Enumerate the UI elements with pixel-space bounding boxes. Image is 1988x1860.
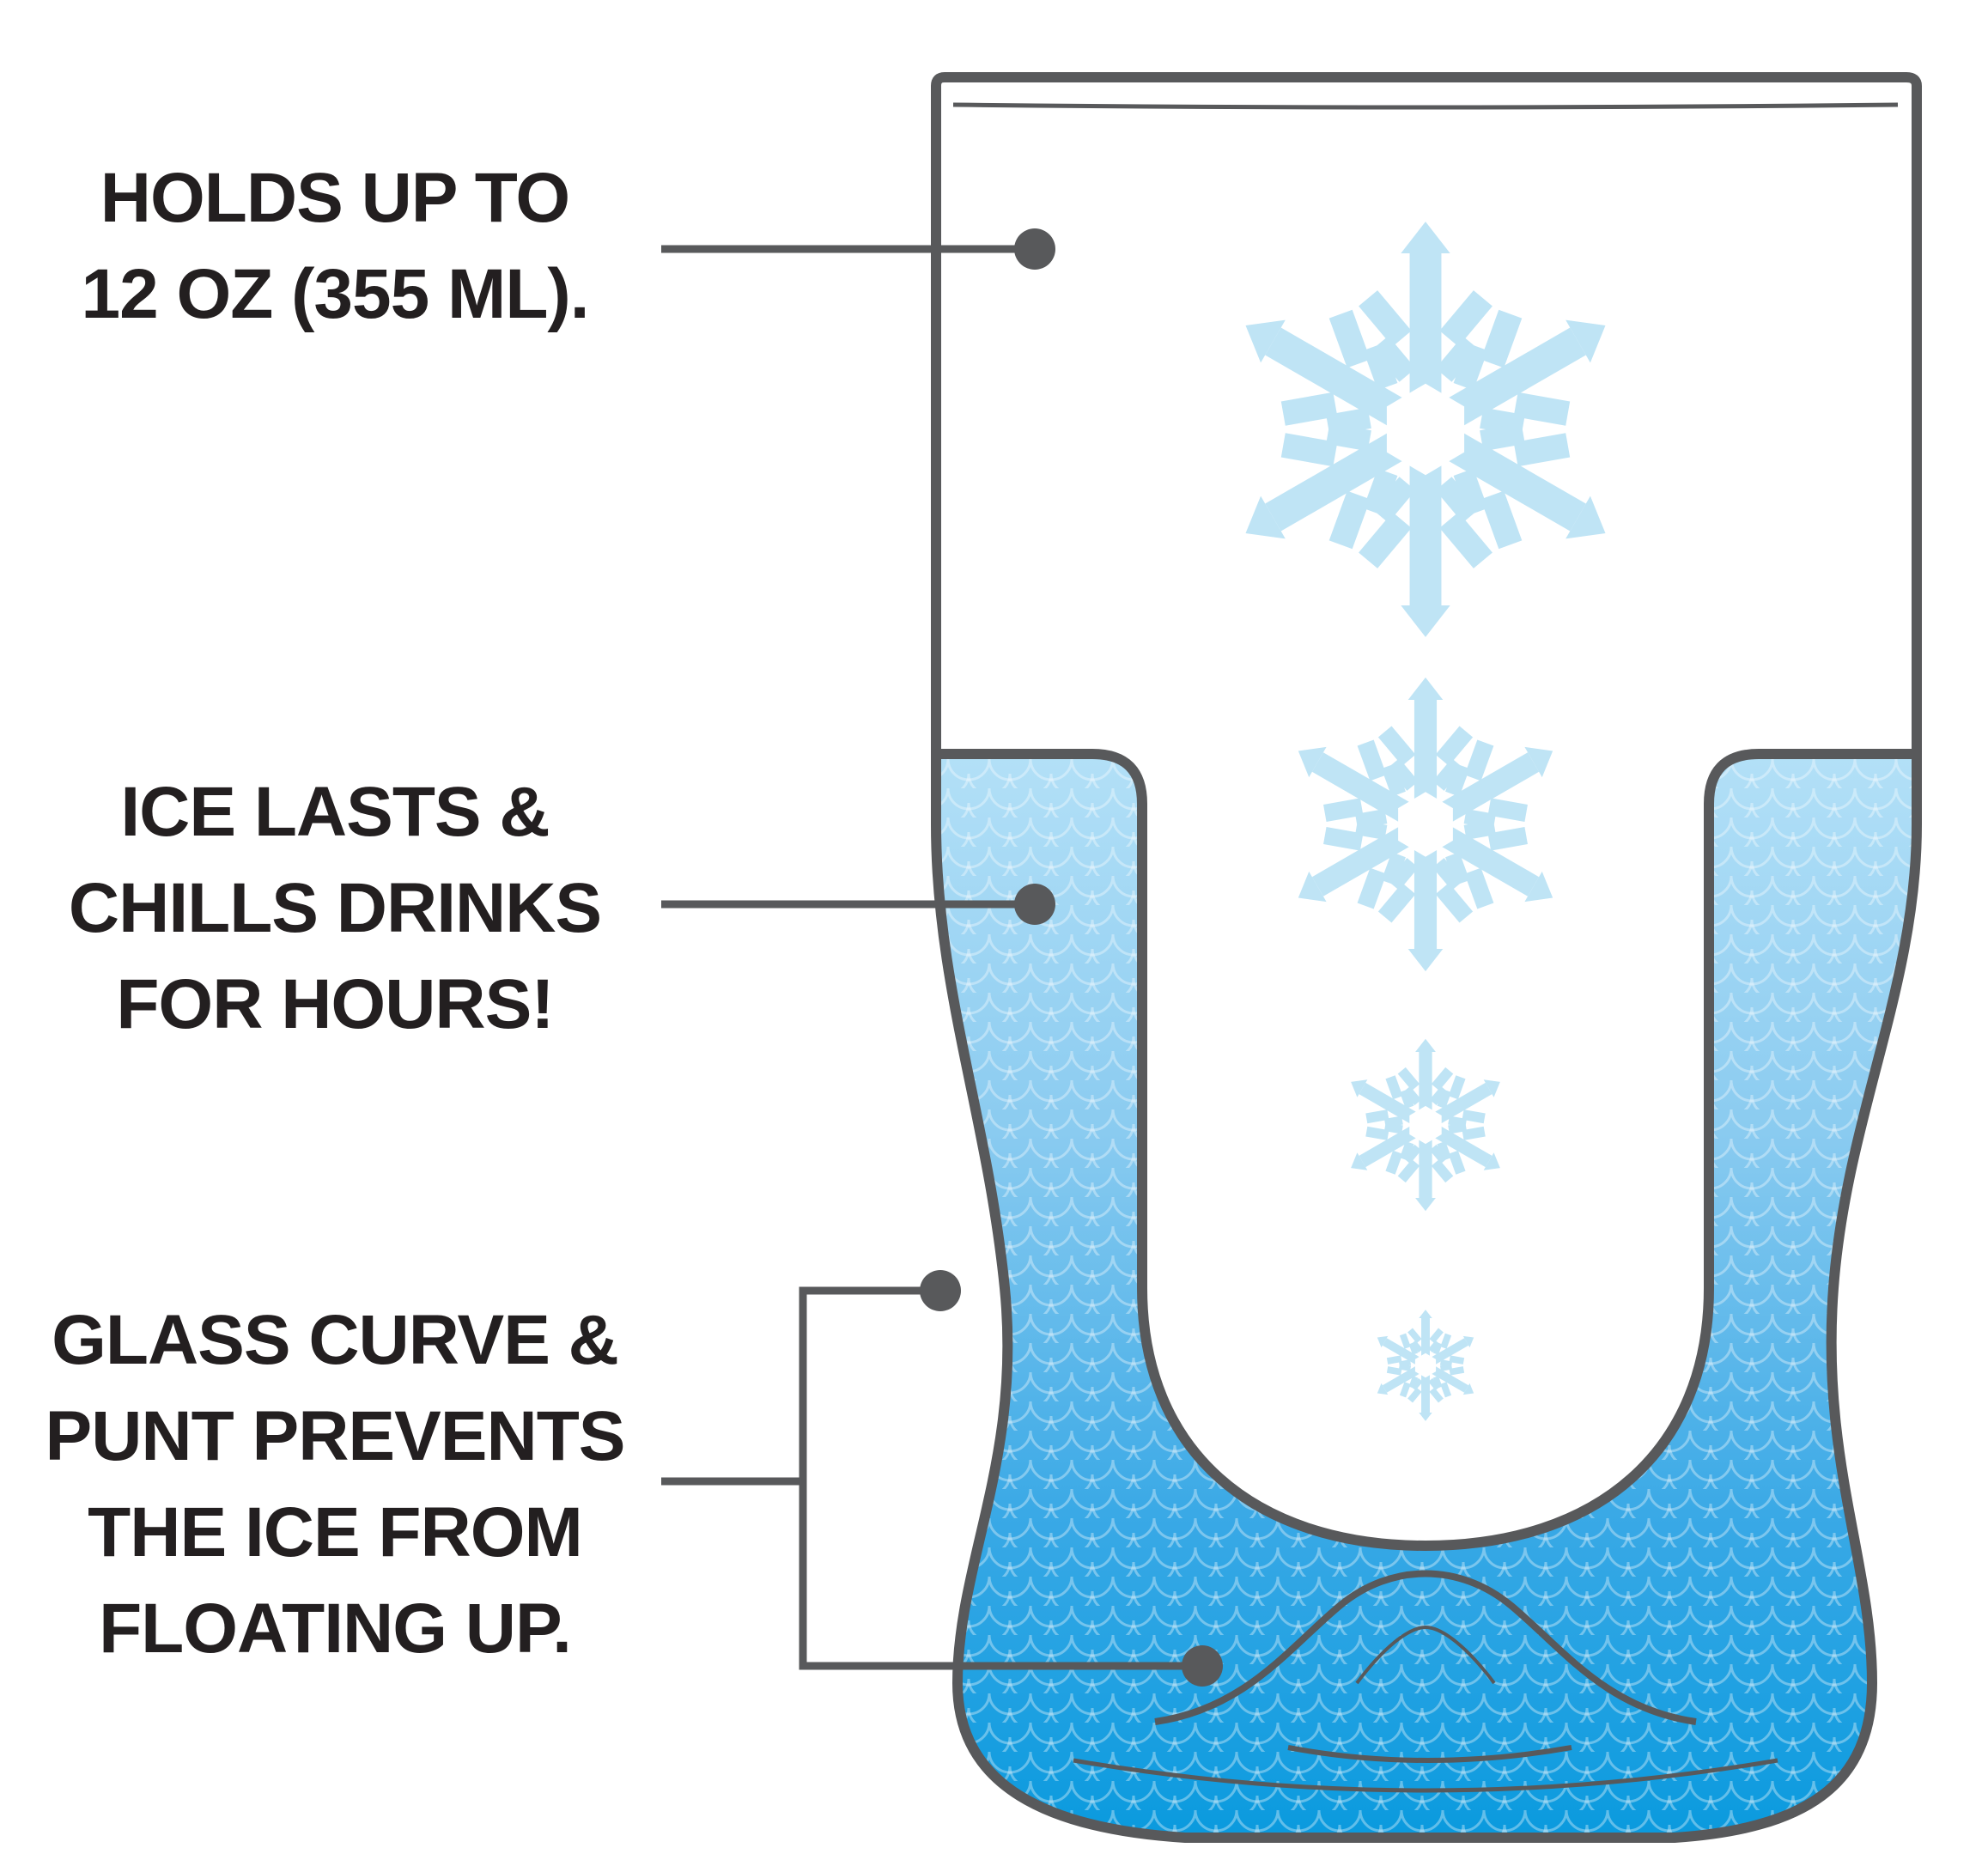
callout-curve: GLASS CURVE & PUNT PREVENTS THE ICE FROM… [26, 1292, 644, 1677]
callout-dot-capacity [1014, 228, 1055, 270]
snowflake-icon [1274, 678, 1576, 971]
callout-ice-line: FOR HOURS! [116, 965, 554, 1043]
callout-ice-line: ICE LASTS & [120, 773, 550, 851]
callout-capacity: HOLDS UP TO 12 OZ (355 ML). [34, 150, 635, 343]
callout-bracket [799, 1286, 1202, 1670]
callout-dot-punt [1182, 1645, 1223, 1687]
glass-outline-top [931, 72, 1922, 756]
punt [1154, 1570, 1697, 1725]
snowflake-icon [1368, 1310, 1482, 1421]
glass-rim [952, 102, 1899, 110]
callout-curve-line: PUNT PREVENTS [45, 1397, 626, 1475]
callout-curve-line: GLASS CURVE & [52, 1301, 619, 1379]
glass-outline-body [931, 749, 1922, 1843]
callout-curve-line: THE ICE FROM [88, 1493, 583, 1571]
callout-ice-line: CHILLS DRINKS [68, 869, 602, 947]
snowflake-icon [1337, 1039, 1514, 1212]
snowflake-icon [1213, 222, 1639, 637]
callout-dot-curve [920, 1270, 961, 1311]
callout-capacity-line: 12 OZ (355 ML). [81, 255, 589, 333]
callout-capacity-line: HOLDS UP TO [100, 159, 570, 237]
callout-dot-ice [1014, 884, 1055, 925]
callout-curve-line: FLOATING UP. [99, 1590, 572, 1668]
callout-ice: ICE LASTS & CHILLS DRINKS FOR HOURS! [34, 764, 635, 1053]
